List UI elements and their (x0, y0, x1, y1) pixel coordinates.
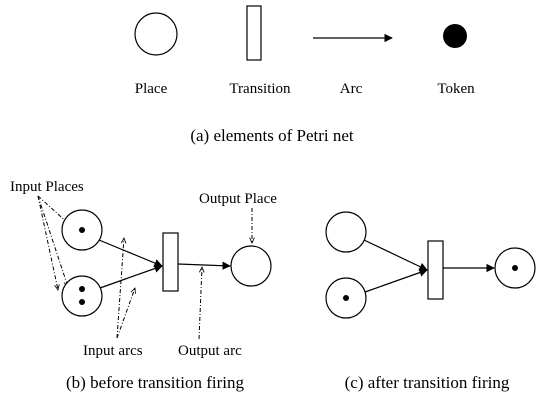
pointer-input-places-bottom-alt (37, 195, 58, 290)
legend-section: Place Transition Arc Token (a) elements … (134, 5, 475, 145)
token-bottom-input-2 (79, 299, 85, 305)
output-place (230, 245, 272, 287)
pointer-input-arc-top (116, 238, 124, 339)
after-input-arc-bottom (364, 268, 428, 293)
legend-transition-label: Transition (229, 81, 291, 97)
legend-place-circle (134, 12, 178, 56)
input-arc-bottom (99, 264, 163, 289)
pointer-input-places-bottom (37, 195, 68, 287)
after-token-bottom-input (343, 295, 349, 301)
legend-arc-label: Arc (340, 81, 363, 97)
token-bottom-input-1 (79, 286, 85, 292)
output-place-label: Output Place (199, 191, 277, 207)
input-place-bottom (61, 275, 103, 317)
transition-bar (162, 232, 179, 292)
legend-place-label: Place (135, 81, 168, 97)
after-firing-section: (c) after transition firing (325, 211, 536, 392)
caption-c: (c) after transition firing (345, 373, 510, 392)
pointer-output-arc (198, 267, 202, 340)
output-arc (177, 261, 231, 270)
after-token-output (512, 265, 518, 271)
after-input-place-top (325, 211, 367, 253)
caption-b: (b) before transition firing (66, 373, 244, 392)
after-transition-bar (427, 240, 444, 300)
before-firing-section: Input Places Output Place Input arcs Out… (10, 179, 277, 392)
caption-a: (a) elements of Petri net (190, 126, 354, 145)
token-top-input (79, 227, 85, 233)
input-places-label: Input Places (10, 179, 84, 195)
input-arcs-label: Input arcs (83, 343, 143, 359)
after-input-arc-top (363, 239, 428, 271)
pointer-input-places-top (37, 195, 70, 225)
input-arc-top (98, 239, 163, 267)
output-arc-label: Output arc (178, 343, 242, 359)
legend-token-dot (443, 24, 467, 48)
legend-transition-bar (246, 5, 262, 61)
legend-token-label: Token (437, 81, 475, 97)
